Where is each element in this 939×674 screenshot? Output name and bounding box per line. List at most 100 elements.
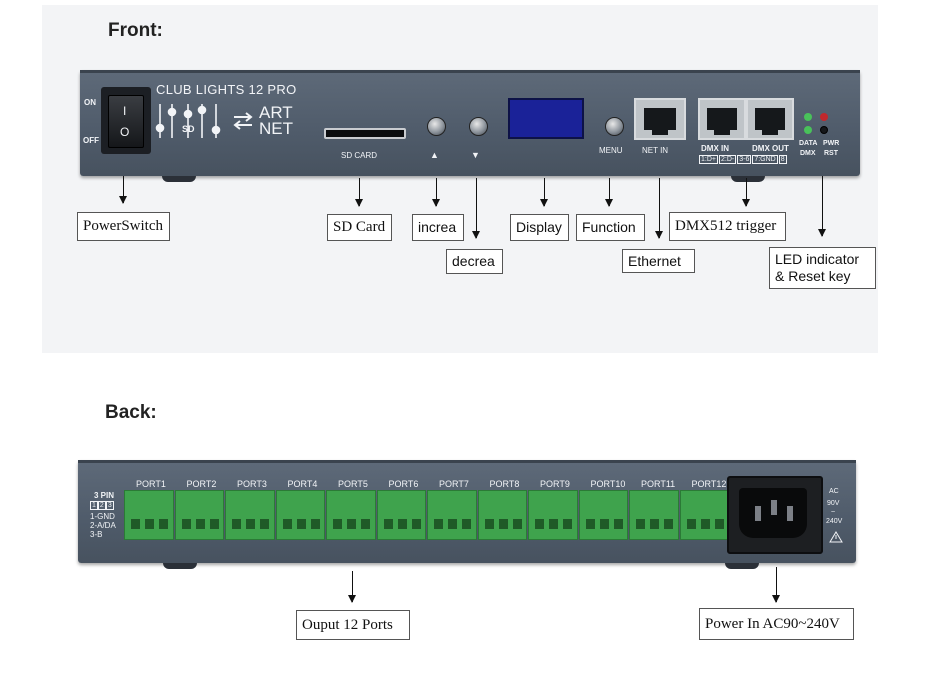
terminal-screw-slot xyxy=(563,519,572,529)
front-panel-top-edge xyxy=(80,70,860,73)
net-in-port[interactable] xyxy=(634,98,686,140)
decrease-callout: decrea xyxy=(446,249,503,274)
dmx-out-port[interactable] xyxy=(746,98,794,140)
port-terminal-block[interactable] xyxy=(679,490,729,540)
ethernet-arrow xyxy=(655,178,663,239)
power-switch[interactable]: I O xyxy=(108,95,144,148)
net-in-label: NET IN xyxy=(642,146,669,155)
warning-triangle-icon xyxy=(829,531,843,543)
function-arrow xyxy=(605,178,613,207)
reset-key[interactable] xyxy=(820,126,828,134)
sd-card-arrow xyxy=(355,178,363,207)
terminal-screw-slot xyxy=(347,519,356,529)
terminal-screw-slot xyxy=(585,519,595,529)
pin-label: 8 xyxy=(778,155,787,164)
port-terminal-block[interactable] xyxy=(326,490,376,540)
menu-button[interactable] xyxy=(605,117,624,136)
led-indicator-callout-line1: LED indicator xyxy=(775,251,860,267)
back-foot-right xyxy=(725,563,759,569)
port-terminal-block[interactable] xyxy=(124,490,174,540)
fader-sd-logo-icon xyxy=(155,104,221,138)
terminal-screw-slot xyxy=(498,519,508,529)
port-label: PORT1 xyxy=(136,479,166,489)
down-arrow-icon: ▼ xyxy=(471,150,480,160)
power-in-arrow xyxy=(772,567,780,603)
port-terminal-block[interactable] xyxy=(174,490,224,540)
terminal-screw-slot xyxy=(296,519,306,529)
pin-number-boxes: 1 2 3 xyxy=(90,501,114,510)
rocker-off-mark: O xyxy=(120,125,130,139)
increase-button[interactable] xyxy=(427,117,446,136)
port-terminal-block[interactable] xyxy=(578,490,628,540)
terminal-screw-slot xyxy=(650,519,659,529)
port-label: PORT3 xyxy=(237,479,267,489)
port-terminal-block[interactable] xyxy=(275,490,325,540)
port-terminal-block[interactable] xyxy=(477,490,527,540)
menu-label: MENU xyxy=(599,146,623,155)
ethernet-callout: Ethernet xyxy=(622,249,695,273)
port-terminal-block[interactable] xyxy=(427,490,477,540)
port-terminal-block[interactable] xyxy=(629,490,679,540)
terminal-screw-slot xyxy=(181,519,191,529)
terminal-screw-slot xyxy=(361,519,370,529)
sd-card-slot[interactable] xyxy=(324,128,406,139)
led-indicator-callout-line2: & Reset key xyxy=(775,268,851,284)
decrease-arrow xyxy=(472,178,480,239)
bidirectional-arrow-icon xyxy=(233,112,253,130)
terminal-screw-slot xyxy=(636,519,645,529)
up-arrow-icon: ▲ xyxy=(430,150,439,160)
front-section-title: Front: xyxy=(108,20,163,41)
pin-legend-gnd: 1-GND xyxy=(90,512,115,521)
terminal-screw-slot xyxy=(282,519,292,529)
port-terminal-block[interactable] xyxy=(528,490,578,540)
dmx-led-label: DMX xyxy=(800,150,816,157)
dmx512-arrow xyxy=(742,178,750,207)
terminal-screw-slot xyxy=(484,519,494,529)
terminal-screw-slot xyxy=(714,519,724,529)
display-arrow xyxy=(540,178,548,207)
pin-title: 3 PIN xyxy=(94,491,115,500)
rocker-on-mark: I xyxy=(123,104,127,118)
port-terminal-block[interactable] xyxy=(225,490,275,540)
terminal-screw-slot xyxy=(462,519,471,529)
ac-label: AC xyxy=(829,488,839,495)
voltage-top: 90V xyxy=(827,500,840,507)
front-foot-left xyxy=(162,176,196,182)
port-label: PORT11 xyxy=(641,479,676,489)
terminal-screw-slot xyxy=(131,519,140,529)
ac-power-inlet[interactable] xyxy=(727,476,823,554)
voltage-tilde: ~ xyxy=(831,509,836,516)
power-led xyxy=(820,113,828,121)
led-indicator-arrow xyxy=(818,176,826,237)
artnet-logo-top: ART xyxy=(259,103,293,122)
data-led xyxy=(804,113,812,121)
pin-legend-a: 2-A/DA xyxy=(90,521,116,530)
terminal-screw-slot xyxy=(232,519,241,529)
pin-label: 1:D+ xyxy=(699,155,718,164)
data-led-label: DATA xyxy=(799,140,818,147)
rst-key-label: RST xyxy=(824,150,838,157)
terminal-screw-slot xyxy=(549,519,558,529)
terminal-screw-slot xyxy=(310,519,320,529)
terminal-screw-slot xyxy=(209,519,219,529)
port-label: PORT7 xyxy=(439,479,469,489)
dmx-in-port[interactable] xyxy=(698,98,746,140)
sd-card-callout: SD Card xyxy=(327,214,392,241)
terminal-screw-slot xyxy=(512,519,522,529)
decrease-button[interactable] xyxy=(469,117,488,136)
terminal-screw-slot xyxy=(448,519,457,529)
terminal-screw-slot xyxy=(411,519,421,529)
pwr-led-label: PWR xyxy=(823,140,840,147)
dmx-pinout-legend: 1:D+ 2:D- 3-6 7:GND 8 xyxy=(699,155,787,164)
power-switch-arrow xyxy=(119,176,127,204)
pin-box: 1 xyxy=(90,501,98,510)
pin-label: 7:GND xyxy=(752,155,778,164)
port-terminal-block[interactable] xyxy=(376,490,426,540)
port-label: PORT5 xyxy=(338,479,368,489)
power-in-callout: Power In AC90~240V xyxy=(699,608,854,640)
terminal-screw-slot xyxy=(700,519,710,529)
port-label: PORT10 xyxy=(590,479,626,489)
pin-legend-b: 3-B xyxy=(90,530,103,539)
pin-box: 2 xyxy=(97,501,106,510)
display-callout: Display xyxy=(510,214,569,241)
